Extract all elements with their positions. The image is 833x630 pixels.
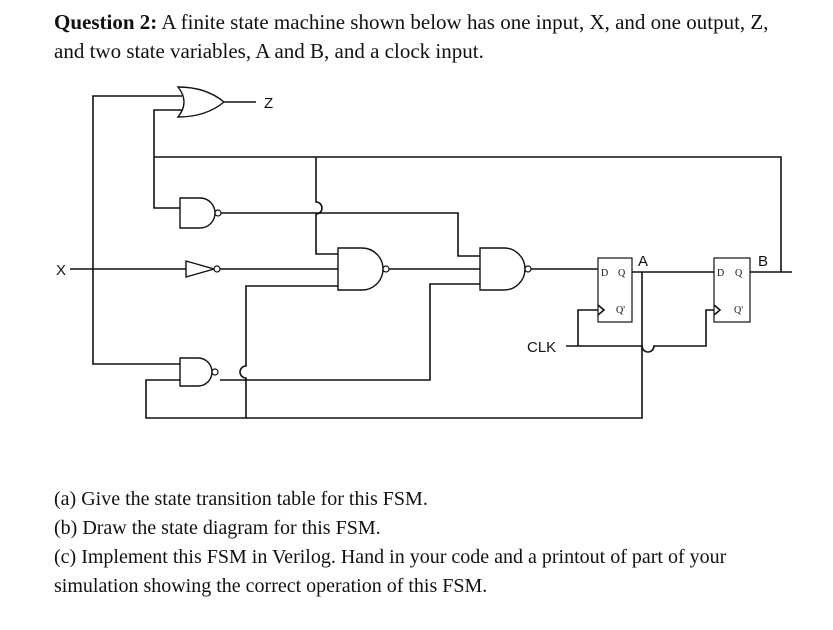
nand-gate-2 <box>337 247 390 291</box>
wires <box>70 95 792 419</box>
inverter-gate <box>185 260 221 278</box>
question-text: Question 2: A finite state machine shown… <box>54 8 794 66</box>
dff-b-d-pin: D <box>717 268 724 279</box>
wire-a-to-nand2 <box>145 285 338 419</box>
label-b: B <box>758 253 768 270</box>
wire-clk-a <box>577 309 598 346</box>
wire-clk <box>566 309 714 353</box>
label-x: X <box>56 262 66 279</box>
wire-or-input-left <box>92 95 182 365</box>
dff-a-qbar-pin: Q' <box>616 305 625 316</box>
part-c: (c) Implement this FSM in Verilog. Hand … <box>54 546 727 597</box>
dff-b: D Q Q' <box>713 257 751 323</box>
wire-or-input-b <box>153 109 182 209</box>
wire-nand1-output <box>220 212 480 257</box>
dff-a-d-pin: D <box>601 268 608 279</box>
dff-a-q-pin: Q <box>618 268 626 279</box>
label-clk: CLK <box>527 339 556 356</box>
or-gate <box>176 86 226 118</box>
label-z: Z <box>264 95 273 112</box>
dff-a: D Q Q' <box>597 257 633 323</box>
nand-gate-1 <box>179 197 222 229</box>
wire-a-to-nand3 <box>220 283 480 381</box>
nand-gate-4 <box>179 357 219 387</box>
part-a: (a) Give the state transition table for … <box>54 488 428 510</box>
wire-b-feedback-bus <box>154 156 782 272</box>
dff-b-q-pin: Q <box>735 268 743 279</box>
wire-b-to-nand2 <box>315 157 338 255</box>
wire-a-down <box>246 272 643 419</box>
question-body: A finite state machine shown below has o… <box>54 10 769 63</box>
question-label: Question 2: <box>54 10 158 34</box>
dff-b-qbar-pin: Q' <box>734 305 743 316</box>
question-parts: (a) Give the state transition table for … <box>54 485 814 601</box>
nand-gate-3 <box>479 247 532 291</box>
label-a: A <box>638 253 648 270</box>
part-b: (b) Draw the state diagram for this FSM. <box>54 517 381 539</box>
